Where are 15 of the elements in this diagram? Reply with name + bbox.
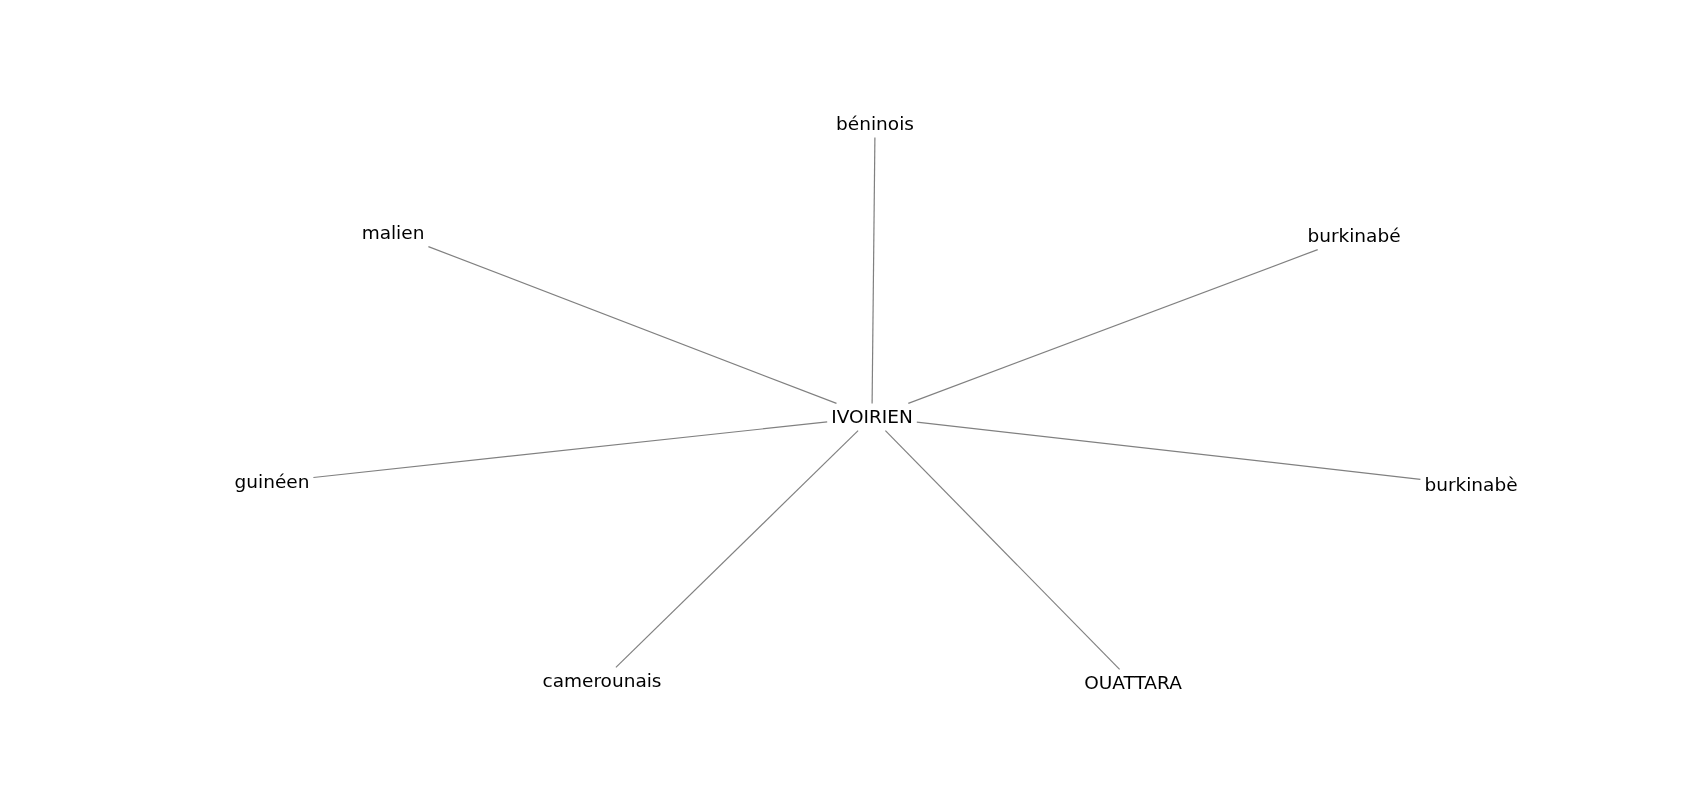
word-label: béninois	[835, 113, 915, 135]
connector-line	[907, 249, 1319, 404]
word-label: burkinabé	[1306, 225, 1402, 247]
word-label: OUATTARA	[1083, 672, 1183, 694]
word-label: malien	[360, 222, 426, 244]
connector-line	[916, 421, 1421, 480]
word-label: camerounais	[541, 670, 663, 692]
word-label: IVOIRIEN	[830, 406, 914, 428]
connector-line	[884, 430, 1121, 670]
connector-line	[615, 430, 859, 668]
word-label: burkinabè	[1423, 474, 1519, 496]
connector-line	[871, 137, 876, 404]
word-label: guinéen	[233, 471, 311, 493]
connector-line	[312, 421, 828, 479]
connector-line	[427, 246, 838, 404]
